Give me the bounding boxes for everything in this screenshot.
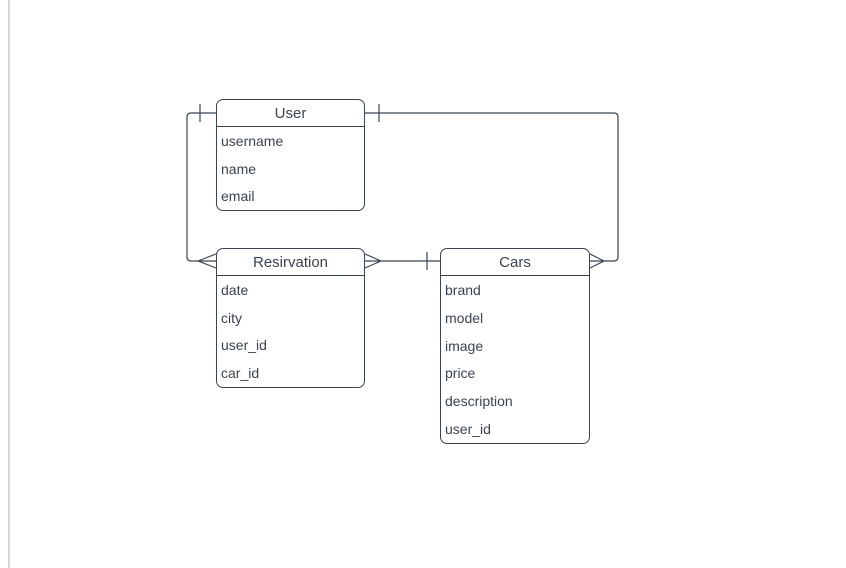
connector-user-resirvation[interactable] xyxy=(186,104,217,269)
entity-field: model xyxy=(445,309,484,326)
entity-field: price xyxy=(445,365,476,382)
entity-title: Resirvation xyxy=(217,249,364,276)
entity-field: email xyxy=(221,188,255,205)
entity-field: city xyxy=(221,309,242,326)
cardinality-many-crowfoot-icon xyxy=(197,253,217,269)
connector-line xyxy=(186,112,216,262)
entity-field: user_id xyxy=(221,337,267,354)
entity-field: username xyxy=(221,132,284,149)
connector-line xyxy=(365,112,619,262)
entity-field: image xyxy=(445,337,484,354)
entity-user[interactable]: User username name email xyxy=(216,99,365,211)
entity-field: date xyxy=(221,281,249,298)
entity-resirvation[interactable]: Resirvation date city user_id car_id xyxy=(216,248,365,388)
connector-user-cars[interactable] xyxy=(365,104,619,269)
cardinality-many-crowfoot-icon xyxy=(364,253,382,269)
entity-field: brand xyxy=(445,281,481,298)
entity-title: User xyxy=(217,100,364,127)
cardinality-many-crowfoot-icon xyxy=(589,253,605,269)
entity-field: car_id xyxy=(221,365,260,382)
entity-field: user_id xyxy=(445,421,491,438)
entity-fields: date city user_id car_id xyxy=(217,276,364,387)
connector-resirvation-cars[interactable] xyxy=(364,252,440,270)
entity-field: name xyxy=(221,160,257,177)
entity-cars[interactable]: Cars brand model image price description… xyxy=(440,248,590,444)
entity-fields: brand model image price description user… xyxy=(441,276,589,443)
entity-title: Cars xyxy=(441,249,589,276)
entity-field: description xyxy=(445,393,513,410)
entity-fields: username name email xyxy=(217,127,364,210)
canvas-left-border xyxy=(8,0,10,568)
